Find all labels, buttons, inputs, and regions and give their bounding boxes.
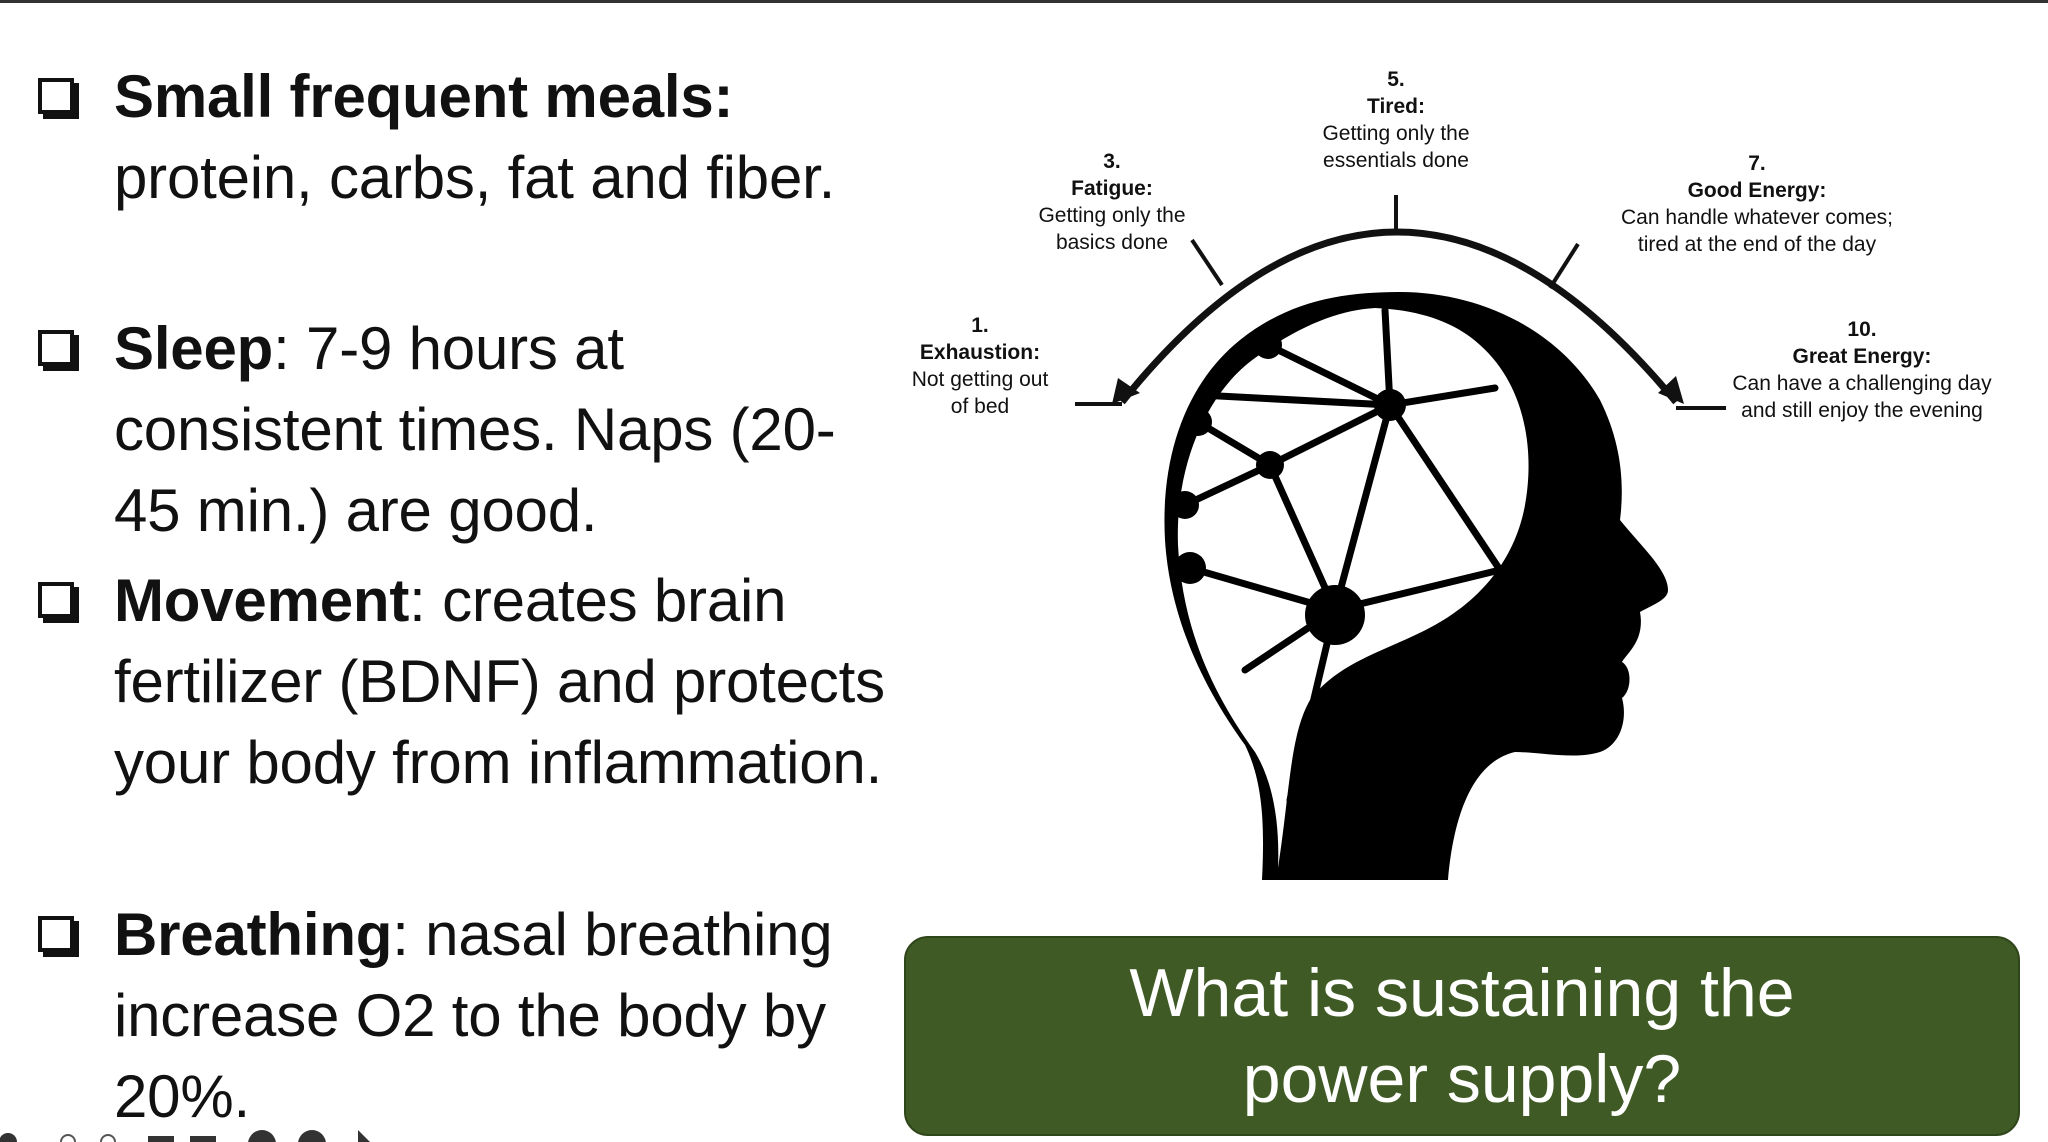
label-title: Great Energy: [1792, 345, 1932, 368]
checkbox-icon [38, 916, 74, 952]
energy-label-3: 3. Fatigue: Getting only the basics done [1012, 148, 1212, 256]
label-desc: Getting only the [1322, 122, 1470, 145]
bullet-term: Small frequent meals: [114, 63, 734, 130]
label-desc: Can have a challenging day [1732, 372, 1992, 395]
energy-label-5: 5. Tired: Getting only the essentials do… [1296, 66, 1496, 174]
toolbar-icon [298, 1130, 326, 1142]
label-title: Exhaustion: [919, 341, 1041, 364]
label-desc: Not getting out [911, 368, 1049, 391]
label-title: Tired: [1367, 95, 1425, 118]
brain-region [1177, 308, 1529, 868]
callout-text: What is sustaining the power supply? [1129, 955, 1795, 1117]
bullet-breathing: Breathing: nasal breathing increase O2 t… [38, 894, 858, 1137]
bullet-term: Sleep [114, 315, 274, 382]
bullet-term: Breathing [114, 901, 393, 968]
label-desc: essentials done [1323, 149, 1469, 172]
label-number: 10. [1847, 318, 1877, 341]
label-desc: and still enjoy the evening [1741, 399, 1983, 422]
bullet-text: Small frequent meals: protein, carbs, fa… [114, 56, 858, 218]
label-number: 3. [1103, 150, 1121, 173]
toolbar-icon [248, 1130, 276, 1142]
label-number: 5. [1387, 68, 1405, 91]
label-desc: basics done [1055, 231, 1169, 254]
bullet-text: Sleep: 7-9 hours at consistent times. Na… [114, 308, 858, 551]
toolbar-icon [358, 1130, 370, 1142]
label-desc: Getting only the [1038, 204, 1186, 227]
bullet-text: Movement: creates brain fertilizer (BDNF… [114, 560, 894, 803]
toolbar-icon [190, 1136, 216, 1142]
callout-box: What is sustaining the power supply? [904, 936, 2020, 1136]
leader-7 [1548, 242, 1580, 290]
checkbox-icon [38, 330, 74, 366]
energy-label-10: 10. Great Energy: Can have a challenging… [1712, 316, 2012, 424]
bullet-term: Movement [114, 567, 410, 634]
bullet-desc: : 7-9 hours at consistent times. Naps (2… [114, 315, 836, 544]
neural-nodes [1171, 331, 1406, 645]
arrow-right-icon [1658, 376, 1684, 404]
energy-label-7: 7. Good Energy: Can handle whatever come… [1602, 150, 1912, 258]
bullet-desc: : nasal breathing increase O2 to the bod… [114, 901, 833, 1130]
checkbox-icon [38, 78, 74, 114]
checkbox-icon [38, 582, 74, 618]
bullet-desc: protein, carbs, fat and fiber. [114, 144, 836, 211]
toolbar-icon [148, 1136, 174, 1142]
bullet-desc: : creates brain fertilizer (BDNF) and pr… [114, 567, 885, 796]
toolbar-icon [100, 1134, 116, 1142]
cropped-toolbar [0, 1130, 370, 1142]
top-rule [0, 0, 2048, 3]
label-desc: tired at the end of the day [1637, 233, 1877, 256]
label-desc: of bed [950, 395, 1010, 418]
energy-label-1: 1. Exhaustion: Not getting out of bed [900, 312, 1060, 420]
bullet-movement: Movement: creates brain fertilizer (BDNF… [38, 560, 885, 803]
bullet-sleep: Sleep: 7-9 hours at consistent times. Na… [38, 308, 858, 551]
toolbar-icon [0, 1133, 17, 1142]
arrow-left-icon [1112, 378, 1140, 404]
label-title: Good Energy: [1687, 179, 1827, 202]
bullet-text: Breathing: nasal breathing increase O2 t… [114, 894, 834, 1137]
label-number: 7. [1748, 152, 1766, 175]
leader-3 [1190, 238, 1224, 287]
bullet-meals: Small frequent meals: protein, carbs, fa… [38, 56, 858, 218]
toolbar-icon [60, 1134, 76, 1142]
label-title: Fatigue: [1071, 177, 1153, 200]
label-desc: Can handle whatever comes; [1621, 206, 1893, 229]
label-number: 1. [971, 314, 989, 337]
